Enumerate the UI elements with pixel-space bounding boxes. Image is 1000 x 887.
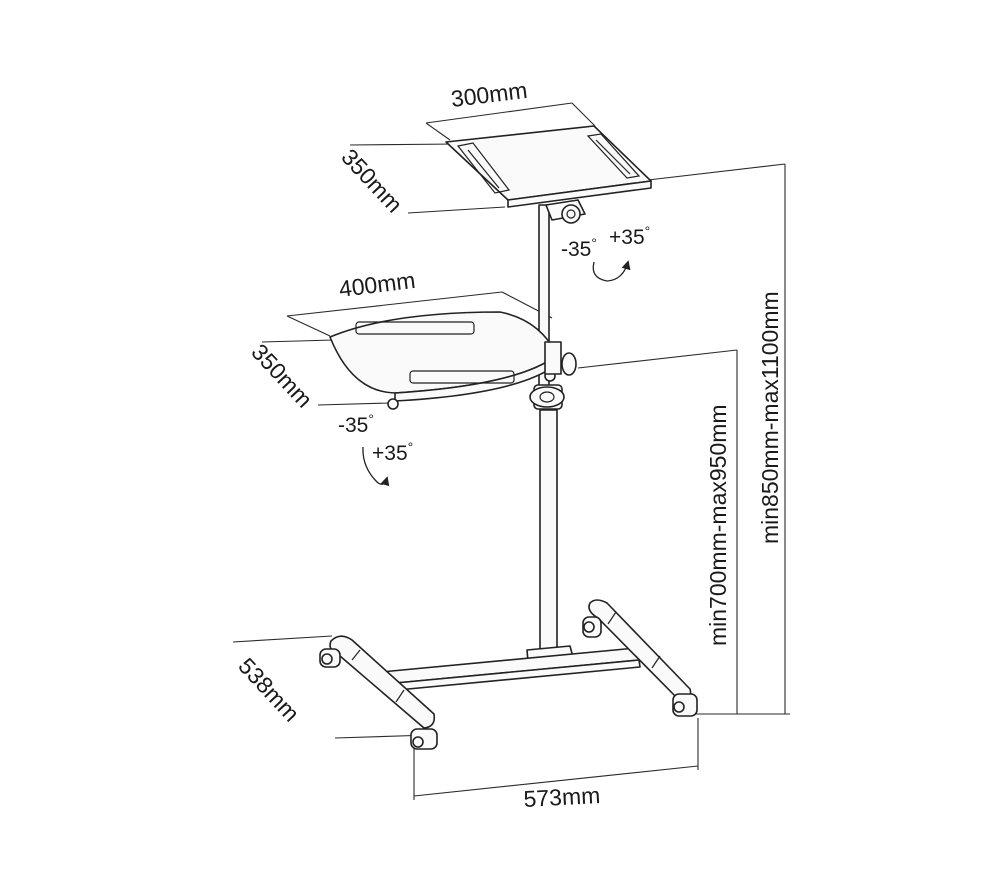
lower-tilt-minus: -35 <box>338 414 368 437</box>
top-tilt-plus-degree: ° <box>645 223 651 239</box>
caster-back-right <box>582 616 602 638</box>
caster-front-right <box>672 693 698 717</box>
top-tray <box>445 125 652 224</box>
top-tray-width-label: 300mm <box>449 77 528 112</box>
lower-tray-depth-label: 350mm <box>246 339 317 413</box>
lower-tilt-minus-degree: ° <box>368 411 374 427</box>
base-depth-label: 538mm <box>233 653 304 727</box>
lower-tilt-plus-degree: ° <box>408 439 414 455</box>
dimension-lines <box>232 102 790 800</box>
lower-tray-width-label: 400mm <box>337 267 416 302</box>
stand-drawing <box>319 125 698 750</box>
lower-tilt-plus-text: +35° <box>372 439 413 465</box>
lower-tilt-minus-text: -35° <box>338 411 374 437</box>
top-tilt-minus: -35 <box>561 238 591 261</box>
top-tray-height-label: min850mm-max1100mm <box>757 291 783 544</box>
caster-front-left <box>410 728 438 750</box>
base-width-label: 573mm <box>523 782 601 812</box>
lower-tray <box>329 311 577 410</box>
top-tray-depth-label: 350mm <box>336 144 407 218</box>
tilt-labels: -35° +35° -35° +35° <box>338 223 650 465</box>
top-tilt-minus-text: -35° <box>561 235 597 261</box>
lower-tray-height-label: min700mm-max950mm <box>705 404 731 646</box>
top-tilt-plus: +35 <box>609 226 645 249</box>
lower-tilt-plus: +35 <box>372 442 408 465</box>
top-tilt-plus-text: +35° <box>609 223 650 249</box>
top-tilt-minus-degree: ° <box>591 235 597 251</box>
base <box>319 599 698 750</box>
tilt-arrows <box>362 260 631 487</box>
caster-back-left <box>319 648 341 668</box>
